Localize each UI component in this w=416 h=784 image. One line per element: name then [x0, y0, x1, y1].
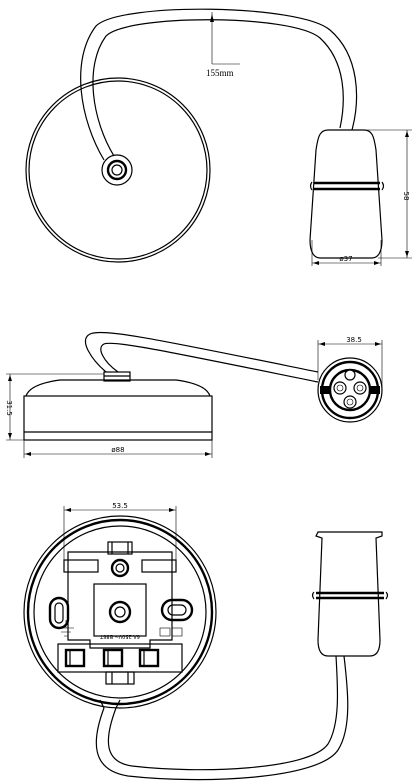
- side-holder-slot-right: [370, 386, 380, 394]
- cable-length-arrow: [210, 14, 214, 22]
- side-cable-inner: [100, 342, 319, 383]
- top-holder-body: [309, 129, 383, 259]
- ukca-mark-icon: [171, 627, 183, 637]
- bottom-slot-right: [141, 559, 177, 573]
- side-width-label: 38.5: [346, 336, 362, 344]
- bottom-holder-body: [315, 531, 383, 657]
- bottom-rose-rim: [26, 518, 214, 706]
- bottom-terminal-1: [64, 648, 86, 668]
- holder-height-label: 58: [402, 192, 410, 201]
- bottom-rose-inner: [33, 525, 207, 699]
- cable-length-label: 155mm: [206, 68, 234, 78]
- side-view: 38.5 31.5 ø88: [5, 331, 383, 458]
- bottom-width-label: 53.5: [112, 502, 128, 510]
- top-rose-outer: [25, 77, 211, 263]
- bottom-top-notch: [107, 541, 133, 555]
- side-holder-pin-4: [344, 369, 356, 381]
- bottom-slot-left: [63, 559, 99, 573]
- bottom-terminal-2: [102, 648, 124, 668]
- top-cable-outer: [80, 8, 358, 161]
- bottom-centre-block: [67, 551, 173, 649]
- top-grommet-ring: [106, 159, 128, 181]
- side-holder-slot-left: [320, 386, 330, 394]
- bottom-top-screw: [110, 558, 130, 578]
- side-rose-dome: [25, 379, 211, 397]
- bottom-fix-slot-right: [160, 598, 194, 622]
- bottom-rose-cable-exit: [99, 699, 121, 709]
- bottom-view: 6A 250V~ B86T 53.5: [23, 502, 389, 781]
- side-holder-pin-2: [353, 381, 367, 395]
- top-holder-ring-ends: [309, 181, 385, 191]
- bottom-cable-outer: [95, 655, 349, 781]
- side-rose-body: [23, 395, 213, 441]
- bottom-cable-inner: [107, 655, 339, 771]
- holder-dia-label: ø37: [339, 255, 352, 263]
- top-cable-inner: [92, 19, 344, 157]
- top-rose-inner: [28, 80, 208, 260]
- bottom-rose-outer: [23, 515, 217, 709]
- ce-mark-icon: [159, 627, 171, 637]
- bottom-notch: [105, 671, 135, 685]
- rating-marking: 6A 250V~ B86T: [99, 633, 140, 639]
- side-holder-pin-1: [333, 381, 347, 395]
- side-cable-outer: [84, 331, 319, 373]
- bottom-terminal-3: [138, 648, 160, 668]
- bottom-centre-square: [93, 583, 147, 637]
- earth-symbol-icon: [58, 620, 74, 637]
- top-grommet-outer: [101, 154, 133, 186]
- side-holder-pin-3: [343, 395, 357, 409]
- top-view: 155mm 58 ø37: [25, 8, 412, 266]
- rose-dia-label: ø88: [111, 446, 124, 454]
- bottom-centre-screw: [108, 600, 132, 624]
- top-grommet-core: [111, 164, 123, 176]
- rose-height-label: 31.5: [5, 400, 13, 416]
